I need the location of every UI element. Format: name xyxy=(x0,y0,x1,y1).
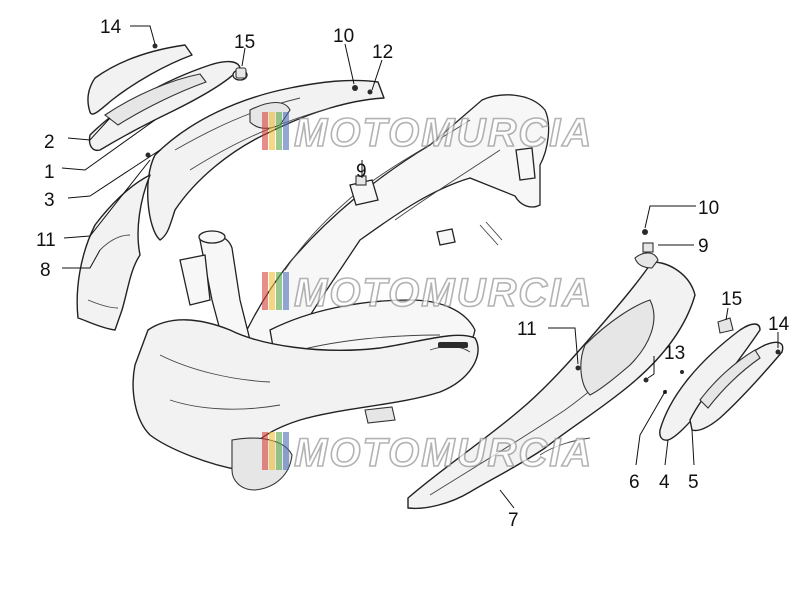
callout-11-right: 11 xyxy=(517,319,537,340)
callout-3: 3 xyxy=(44,190,55,211)
callout-8: 8 xyxy=(40,260,51,281)
watermark-3: MOTOMURCIA xyxy=(262,430,593,476)
callout-4: 4 xyxy=(659,472,670,493)
callout-2: 2 xyxy=(44,132,55,153)
callout-9-right: 9 xyxy=(698,236,709,257)
callout-12: 12 xyxy=(372,42,393,63)
callout-1: 1 xyxy=(44,162,55,183)
callout-9-left: 9 xyxy=(356,161,367,182)
callout-11-left: 11 xyxy=(36,230,56,251)
leader-lines xyxy=(61,25,779,509)
callout-5: 5 xyxy=(688,472,699,493)
callout-7: 7 xyxy=(508,510,519,531)
left-trim-pieces xyxy=(87,44,248,152)
watermark-1: MOTOMURCIA xyxy=(262,110,593,156)
callout-15-left: 15 xyxy=(234,32,255,53)
watermark-text: MOTOMURCIA xyxy=(294,271,593,315)
callout-14-left: 14 xyxy=(100,17,122,38)
callout-14-right: 14 xyxy=(768,314,790,335)
watermark-2: MOTOMURCIA xyxy=(262,270,593,316)
left-side-panel xyxy=(76,174,151,331)
callout-labels: 14 15 10 12 2 1 3 9 11 8 10 9 15 14 11 1… xyxy=(36,17,790,531)
callout-15-right: 15 xyxy=(721,289,742,310)
right-side-cover xyxy=(407,252,696,510)
right-trim-pieces xyxy=(659,317,784,441)
watermark-text: MOTOMURCIA xyxy=(294,431,593,475)
watermark-text: MOTOMURCIA xyxy=(294,111,593,155)
callout-6: 6 xyxy=(629,472,640,493)
callout-10-right: 10 xyxy=(698,198,719,219)
callout-10-left: 10 xyxy=(333,26,354,47)
callout-13: 13 xyxy=(664,343,685,364)
